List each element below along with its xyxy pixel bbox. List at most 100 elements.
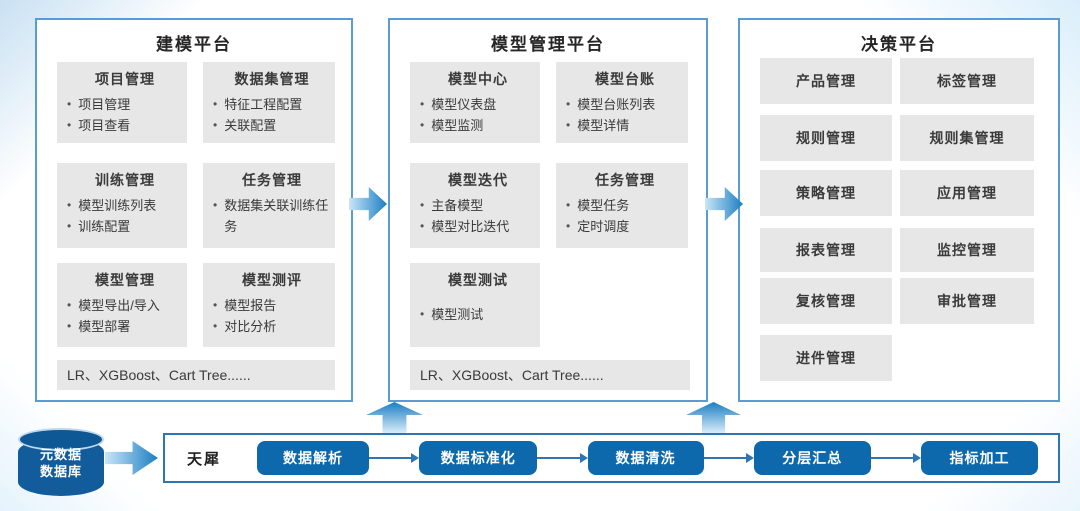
connector-arrow-icon: [537, 453, 588, 463]
module-item-label: 模型仪表盘: [431, 97, 497, 112]
group-model-management: 模型管理 • 模型导出/导入 • 模型部署: [57, 263, 187, 347]
module-item-label: 模型台账列表: [577, 97, 656, 112]
bullet-icon: •: [420, 97, 425, 111]
module-item: • 定时调度: [566, 216, 684, 237]
database-cylinder-top-icon: [18, 428, 104, 451]
group-dataset-management: 数据集管理 •特征工程配置 •关联配置: [203, 62, 335, 143]
pipeline-stage-data-standardization: 数据标准化: [419, 441, 538, 475]
bullet-icon: •: [566, 219, 571, 233]
module-item: •模型训练列表: [67, 195, 183, 216]
module-rule-management: 规则管理: [760, 115, 892, 161]
module-item: •训练配置: [67, 216, 183, 237]
database-label-line2: 数据库: [39, 464, 82, 479]
pipeline-stage-data-parsing: 数据解析: [257, 441, 370, 475]
database-label-line1: 元数据: [39, 447, 82, 462]
bullet-icon: •: [67, 298, 72, 312]
group-model-evaluation: 模型测评 •模型报告 •对比分析: [203, 263, 335, 347]
module-item: •对比分析: [213, 316, 331, 337]
module-item: • 模型任务: [566, 195, 684, 216]
module-intake-management: 进件管理: [760, 335, 892, 381]
group-model-center: 模型中心 • 模型仪表盘 • 模型监测: [410, 62, 540, 143]
algorithm-list: LR、XGBoost、Cart Tree......: [57, 360, 335, 390]
module-item: • 模型监测: [420, 115, 536, 136]
module-item: •项目管理: [67, 94, 183, 115]
bullet-icon: •: [213, 97, 218, 111]
group-title: 模型迭代: [448, 172, 508, 188]
algorithm-list: LR、XGBoost、Cart Tree......: [410, 360, 690, 390]
metadata-database: 元数据 数据库: [18, 428, 104, 496]
module-item-label: 定时调度: [577, 219, 630, 234]
module-item: •模型报告: [213, 295, 331, 316]
panel-title-modeling: 建模平台: [156, 35, 232, 54]
bullet-icon: •: [213, 298, 218, 312]
bullet-icon: •: [67, 219, 72, 233]
module-item-label: 模型任务: [577, 198, 630, 213]
panel-decision-platform: 决策平台 产品管理 标签管理 规则管理 规则集管理 策略管理 应用管理 报表管理…: [738, 18, 1060, 402]
bullet-icon: •: [67, 319, 72, 333]
group-title: 训练管理: [95, 172, 155, 188]
connector-arrow-icon: [369, 453, 420, 463]
pipeline-stage-indicator-processing: 指标加工: [921, 441, 1039, 475]
module-item-label: 项目查看: [78, 118, 131, 133]
bullet-icon: •: [566, 97, 571, 111]
bullet-icon: •: [420, 307, 425, 321]
pipeline-stage-data-cleaning: 数据清洗: [587, 441, 704, 475]
bullet-icon: •: [213, 118, 218, 132]
bullet-icon: •: [420, 118, 425, 132]
group-title: 模型管理: [95, 272, 155, 288]
module-item-label: 主备模型: [431, 198, 484, 213]
group-task-management: 任务管理 •模型任务 •定时调度: [556, 163, 688, 248]
group-model-iteration: 模型迭代 • 主备模型 • 模型对比迭代: [410, 163, 540, 248]
group-project-management: 项目管理 •项目管理 •项目查看: [57, 62, 187, 143]
panel-title-decision: 决策平台: [861, 35, 937, 54]
panel-title-model-management: 模型管理平台: [491, 35, 605, 54]
module-item-label: 模型训练列表: [78, 198, 157, 213]
module-approval-management: 审批管理: [900, 278, 1034, 324]
module-tag-management: 标签管理: [900, 58, 1034, 104]
group-title: 模型中心: [448, 71, 508, 87]
module-ruleset-management: 规则集管理: [900, 115, 1034, 161]
module-item-label: 模型对比迭代: [431, 219, 510, 234]
module-item: • 模型部署: [67, 316, 183, 337]
module-item: • 模型仪表盘: [420, 94, 536, 115]
module-item-label: 模型测试: [431, 307, 484, 322]
pipeline-stage-layered-aggregation: 分层汇总: [753, 441, 871, 475]
module-item: • 模型导出/导入: [67, 295, 183, 316]
bullet-icon: •: [566, 198, 571, 212]
module-item: •模型详情: [566, 115, 684, 136]
module-item: • 模型对比迭代: [420, 216, 536, 237]
bullet-icon: •: [420, 198, 425, 212]
module-item: • 模型测试: [420, 304, 536, 325]
panel-modeling-platform: 建模平台 项目管理 •项目管理 •项目查看 数据集管理 •特征工程配置 •关联配…: [35, 18, 353, 402]
module-item-label: 模型详情: [577, 118, 630, 133]
group-training-management: 训练管理 •模型训练列表 •训练配置: [57, 163, 187, 248]
bullet-icon: •: [213, 198, 218, 212]
module-item-label: 关联配置: [224, 118, 277, 133]
flow-arrow-up-icon: [686, 402, 741, 433]
group-model-ledger: 模型台账 •模型台账列表 •模型详情: [556, 62, 688, 143]
module-item: • 关联配置: [213, 115, 331, 136]
bullet-icon: •: [420, 219, 425, 233]
module-item: • 特征工程配置: [213, 94, 331, 115]
database-label: 元数据 数据库: [18, 446, 104, 480]
connector-arrow-icon: [703, 453, 754, 463]
group-title: 模型测试: [448, 272, 508, 288]
module-item-label: 模型部署: [78, 319, 131, 334]
module-item-label: 模型导出/导入: [78, 298, 160, 313]
module-item: •数据集关联训练任务: [213, 195, 331, 237]
module-item: • 模型台账列表: [566, 94, 684, 115]
module-strategy-management: 策略管理: [760, 170, 892, 216]
group-task-management: 任务管理 •数据集关联训练任务: [203, 163, 335, 248]
module-report-management: 报表管理: [760, 228, 892, 272]
module-app-management: 应用管理: [900, 170, 1034, 216]
module-item-label: 对比分析: [224, 319, 277, 334]
pipeline-engine-label: 天犀: [187, 450, 222, 468]
data-pipeline-bar: 天犀 数据解析 数据标准化 数据清洗 分层汇总 指标加工: [163, 433, 1060, 483]
module-item-label: 特征工程配置: [224, 97, 303, 112]
module-item-label: 模型监测: [431, 118, 484, 133]
module-item: •项目查看: [67, 115, 183, 136]
module-review-management: 复核管理: [760, 278, 892, 324]
group-title: 模型测评: [242, 272, 302, 288]
module-item-label: 项目管理: [78, 97, 131, 112]
group-model-testing: 模型测试 • 模型测试: [410, 263, 540, 347]
